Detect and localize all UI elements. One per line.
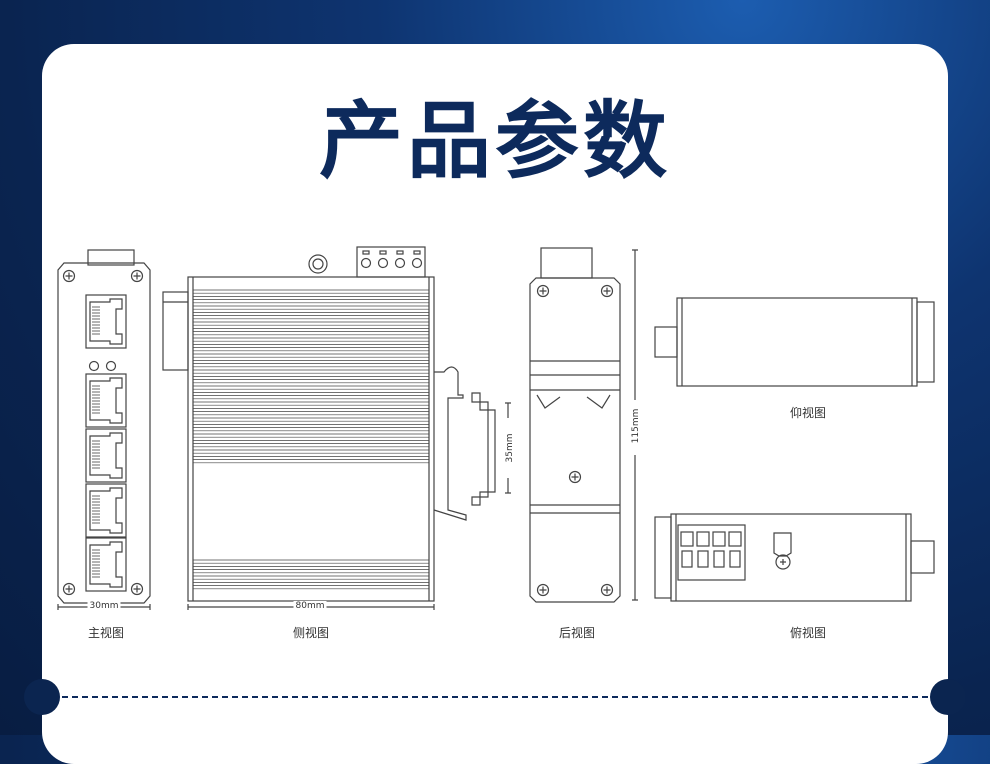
terminal-slot [680, 531, 694, 547]
rear-panel [529, 277, 621, 603]
screw-icon [568, 470, 582, 484]
front-panel [57, 262, 151, 604]
top-view-label: 俯视图 [789, 626, 827, 640]
terminal-opening [713, 550, 725, 568]
rj45-ports [85, 294, 127, 592]
screw-icon [62, 582, 76, 596]
terminal-slot [712, 531, 726, 547]
screw-icon [600, 284, 614, 298]
rj45-port [85, 294, 127, 349]
page-title: 产品参数 [318, 92, 671, 190]
height-dimension-line [632, 249, 638, 601]
heat-sink-fins [193, 289, 429, 590]
divider-notch-left [24, 679, 60, 715]
terminal-slot [728, 531, 742, 547]
rj45-port [85, 373, 127, 428]
side-view-drawing [162, 246, 511, 610]
rj45-port [85, 537, 127, 592]
top-view-drawing [654, 513, 935, 602]
terminal-pin [379, 250, 387, 255]
terminal-block [677, 524, 746, 581]
rear-view-drawing [529, 247, 638, 603]
screw-icon [130, 582, 144, 596]
terminal-slot [696, 531, 710, 547]
screw-icon [600, 583, 614, 597]
dimension-drawings [57, 246, 935, 610]
terminal-pin [396, 250, 404, 255]
front-view-drawing [57, 249, 151, 610]
rear-top-connector [540, 247, 593, 279]
terminal-pin [413, 250, 421, 255]
terminal-screw [411, 257, 423, 269]
side-connector [162, 291, 189, 371]
ground-screw [308, 254, 328, 274]
front-screws [62, 269, 144, 596]
front-view-label: 主视图 [87, 626, 125, 640]
screw-icon [130, 269, 144, 283]
side-view-label: 侧视图 [292, 626, 330, 640]
terminal-screw [377, 257, 389, 269]
ground-lug [773, 532, 792, 557]
bottom-view-label: 仰视图 [789, 406, 827, 420]
terminal-screw [394, 257, 406, 269]
screw-icon [536, 284, 550, 298]
terminal-screw [360, 257, 372, 269]
led-indicator [105, 360, 117, 372]
section-divider [62, 696, 928, 698]
din-clip [433, 366, 467, 521]
rail-clip-springs [536, 394, 611, 409]
terminal-block [356, 246, 426, 278]
led-indicator [88, 360, 100, 372]
terminal-opening [681, 550, 693, 568]
terminal-opening [697, 550, 709, 568]
rj45-port [85, 428, 127, 483]
terminal-opening [729, 550, 741, 568]
rear-screws [536, 284, 614, 597]
bottom-view-drawing [654, 297, 935, 387]
rail-dimension-line [505, 402, 511, 494]
side-length-label: 80mm [293, 601, 327, 611]
device-height-label: 115mm [631, 406, 641, 446]
din-rail [471, 392, 496, 506]
front-top-connector [87, 249, 135, 266]
terminal-pin [362, 250, 370, 255]
rj45-port [85, 483, 127, 538]
divider-notch-right [930, 679, 966, 715]
rear-view-label: 后视图 [558, 626, 596, 640]
front-width-label: 30mm [87, 601, 121, 611]
screw-icon [536, 583, 550, 597]
rail-height-label: 35mm [505, 431, 515, 465]
screw-icon [62, 269, 76, 283]
